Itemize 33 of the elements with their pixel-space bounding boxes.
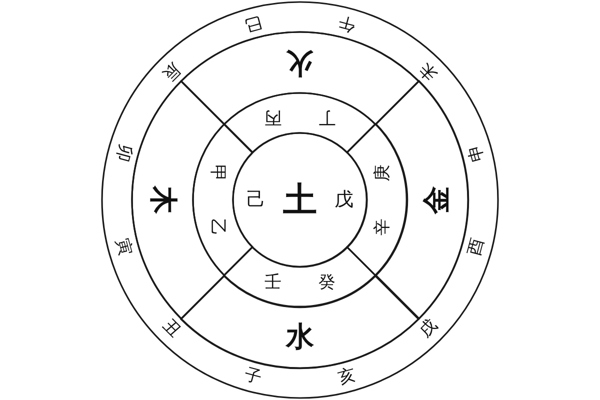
center-label: 戊 xyxy=(334,190,354,210)
branch-label: 亥 xyxy=(336,366,358,388)
element-label: 金 xyxy=(422,186,451,214)
branch-label: 卯 xyxy=(112,142,134,164)
branch-label: 子 xyxy=(242,366,264,388)
stem-label: 丁 xyxy=(318,108,336,126)
branch-label: 未 xyxy=(417,58,442,83)
stem-label: 壬 xyxy=(264,274,282,292)
element-sector xyxy=(181,32,419,124)
branch-label: 寅 xyxy=(112,236,134,258)
stem-sector xyxy=(224,93,376,153)
stem-label: 庚 xyxy=(374,164,392,182)
branch-label: 丑 xyxy=(158,317,183,342)
branch-label: 巳 xyxy=(242,12,264,34)
element-sector xyxy=(132,81,224,319)
branch-label: 酉 xyxy=(466,236,488,258)
center-circle xyxy=(233,133,367,267)
branch-label: 午 xyxy=(336,12,358,34)
element-label: 火 xyxy=(286,49,314,77)
branch-label: 辰 xyxy=(158,58,183,83)
stem-label: 甲 xyxy=(208,164,226,182)
branch-label: 戌 xyxy=(417,317,442,342)
stem-label: 丙 xyxy=(264,108,282,126)
outer-ring xyxy=(102,2,498,398)
element-label: 木 xyxy=(149,186,177,214)
stem-label: 癸 xyxy=(318,274,336,292)
stem-label: 乙 xyxy=(208,218,226,236)
center-label: 己 xyxy=(246,190,266,210)
element-label: 水 xyxy=(286,322,314,351)
branch-label: 申 xyxy=(466,142,488,164)
stem-sector xyxy=(224,247,376,307)
center-label: 土 xyxy=(283,183,317,217)
stem-label: 辛 xyxy=(374,218,392,236)
